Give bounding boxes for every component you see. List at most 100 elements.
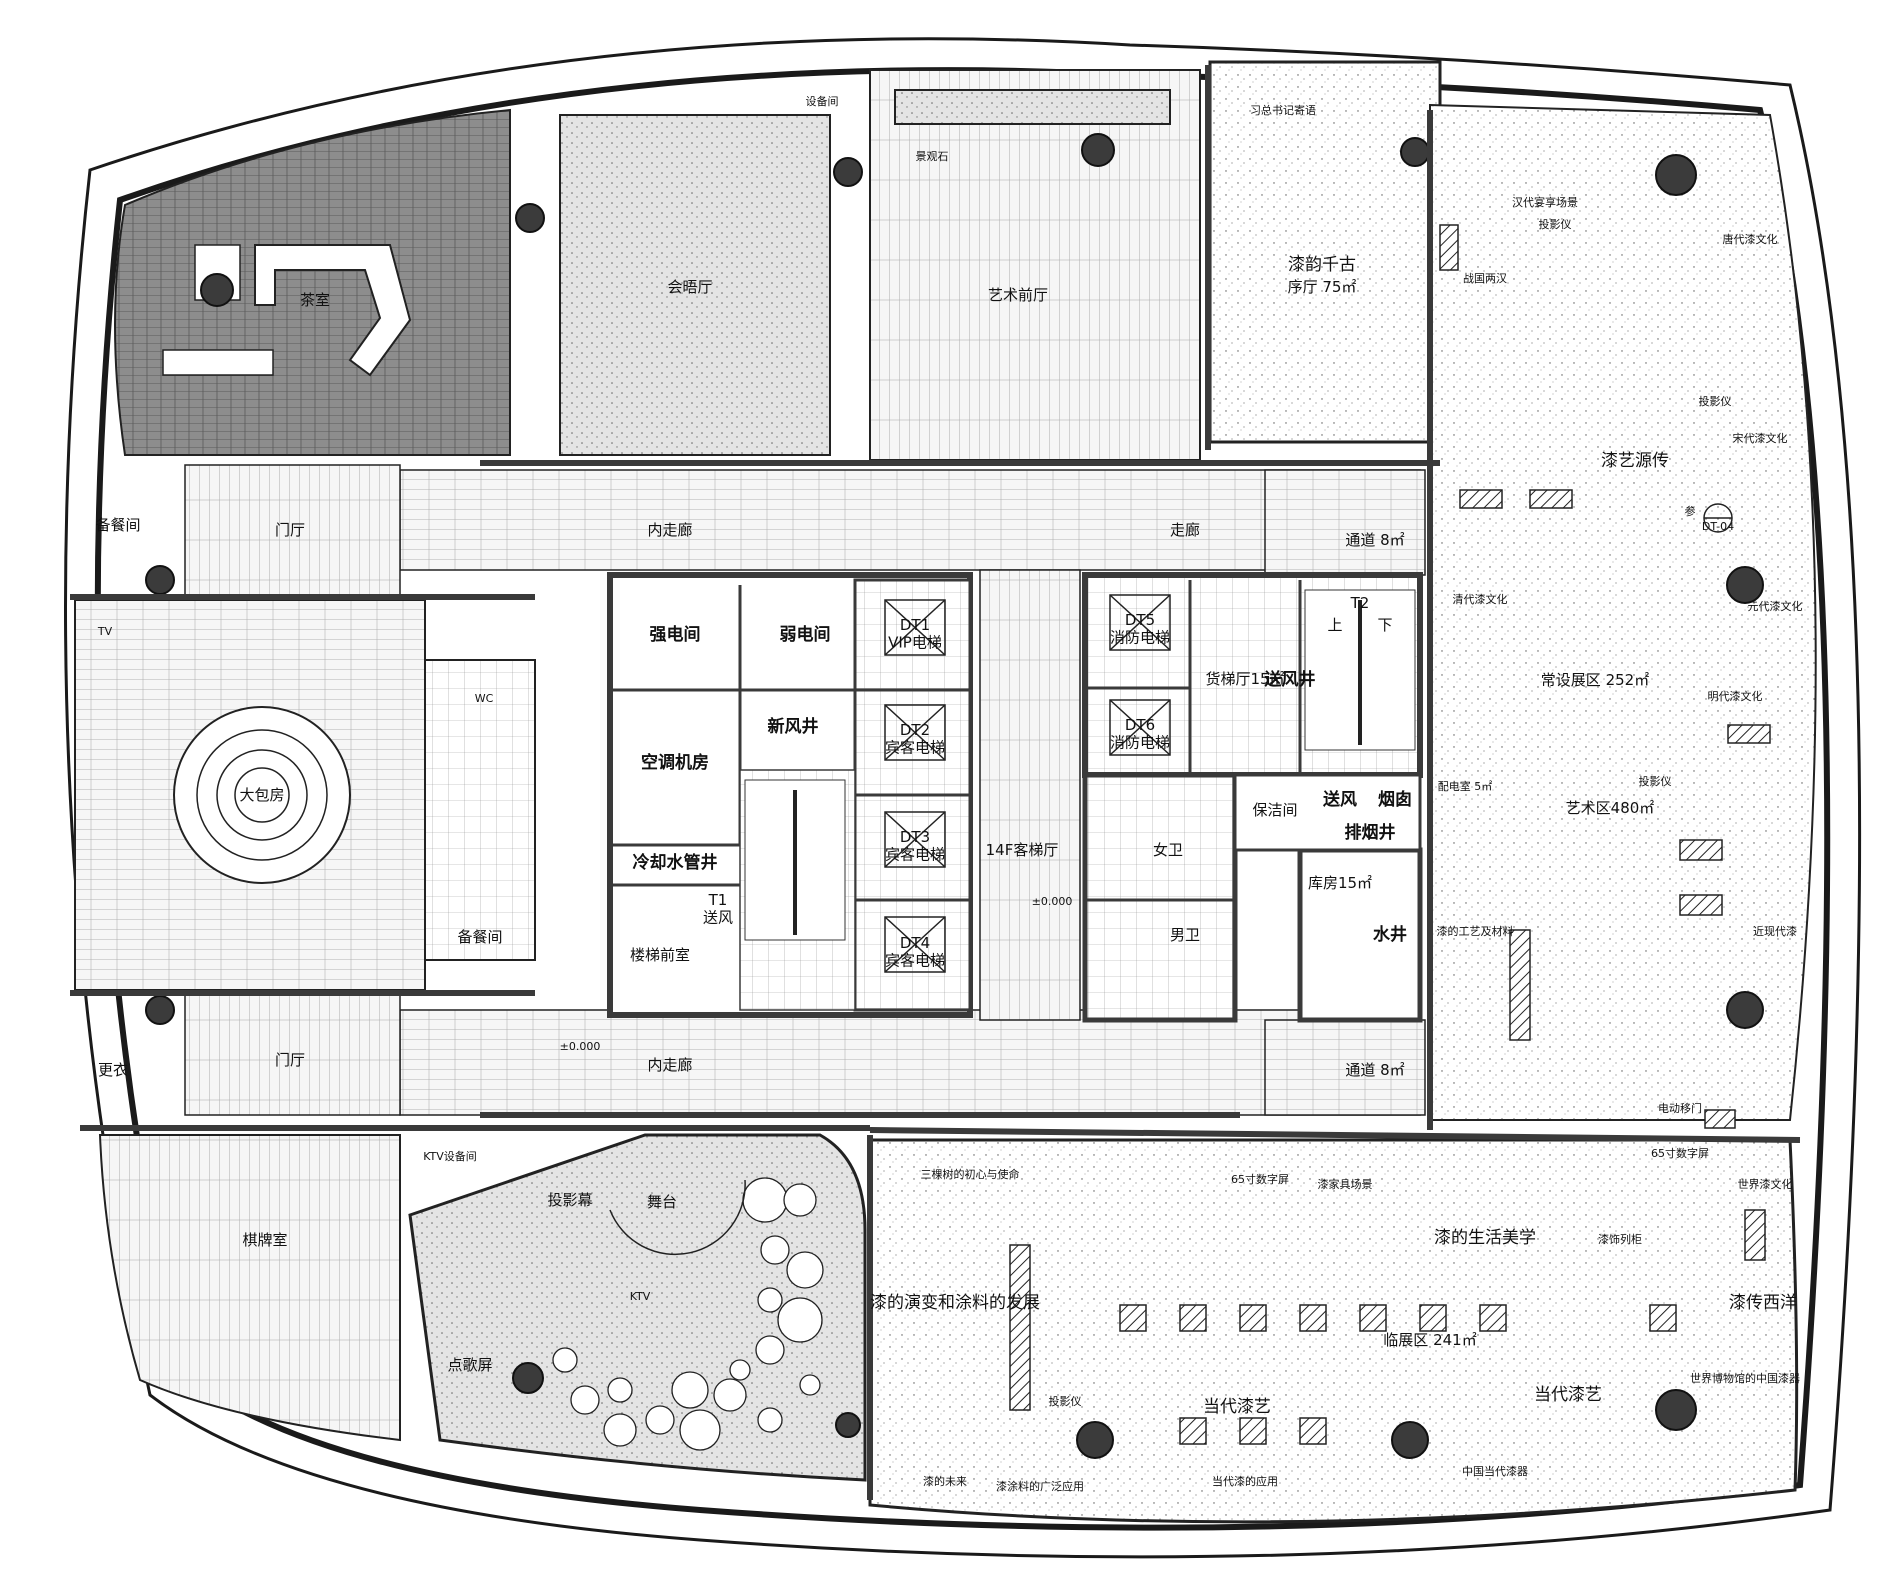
chess-room-label: 棋牌室: [242, 1231, 287, 1249]
sanxingdui-label: 三棵树的初心与使命: [921, 1167, 1020, 1181]
tea-bench: [162, 349, 274, 376]
section-marker: [1703, 503, 1733, 533]
stair-t2: [1304, 589, 1416, 751]
qing-label: 清代漆文化: [1453, 592, 1508, 606]
exhibit-blocks: [1009, 224, 1771, 1445]
meeting-hall-label: 会晤厅: [667, 278, 712, 296]
round-table: [173, 706, 351, 884]
world-lacquer-label: 世界漆文化: [1738, 1177, 1793, 1191]
corridor-label: 走廊: [1170, 521, 1200, 539]
future-label: 漆的未来: [923, 1474, 967, 1488]
china-contemporary-label: 中国当代漆器: [1462, 1464, 1528, 1478]
chess-room-floor: [98, 1134, 401, 1442]
kitchen-floor: [424, 659, 536, 961]
projector-d-label: 投影仪: [1049, 1394, 1082, 1408]
cleaning-label: 保洁间: [1252, 801, 1297, 819]
supply-shaft-label: 送风井: [1265, 669, 1316, 690]
scene-label: 漆家具场景: [1318, 1177, 1373, 1191]
tech-material-label: 漆的工艺及材料: [1437, 924, 1514, 938]
projection-screen-label: 投影幕: [547, 1191, 592, 1209]
foyer-bottom-label: 门厅: [275, 1051, 305, 1069]
female-wc-label: 女卫: [1153, 841, 1183, 859]
weak-elec-label: 弱电间: [780, 624, 831, 645]
modern-lacquer-label: 近现代漆: [1753, 925, 1797, 938]
stair-up-label: 上: [1327, 616, 1342, 634]
lacquer-display-label: 漆饰列柜: [1598, 1232, 1642, 1246]
water-well-label: 水井: [1373, 924, 1407, 945]
inner-corridor-bottom: [399, 1009, 1421, 1116]
world-museum-label: 世界博物馆的中国漆器: [1690, 1371, 1800, 1385]
freight-hall-label: 货梯厅15㎡: [1205, 670, 1284, 688]
foyer-top-label: 门厅: [275, 521, 305, 539]
prelude-hall-area: 序厅 75㎡: [1288, 278, 1357, 296]
gallery-floor: [1429, 103, 1817, 1121]
han-scene-label: 汉代宴享场景: [1512, 195, 1578, 209]
tea-room-floor: [114, 108, 511, 456]
contemporary-a-label: 当代漆艺: [1203, 1397, 1271, 1417]
tea-counter: [254, 244, 412, 377]
labels: 茶室 会晤厅 设备间 景观石 艺术前厅 习总书记寄语 漆韵千古 序厅 75㎡ 漆…: [95, 94, 1802, 1493]
stair-t1: [744, 779, 846, 941]
digital-65-b-label: 65寸数字屏: [1651, 1146, 1709, 1160]
tang-label: 唐代漆文化: [1723, 232, 1778, 246]
prelude-hall-floor: [1208, 60, 1442, 444]
left-foyer-bottom: [184, 989, 401, 1116]
song-label: 宋代漆文化: [1733, 431, 1788, 445]
equipment-room-label: 设备间: [806, 94, 839, 108]
passage-bottom: [1264, 1019, 1426, 1116]
passage-bottom-label: 通道 8㎡: [1345, 1061, 1404, 1079]
passage-top-label: 通道 8㎡: [1345, 531, 1404, 549]
song-screen-label: 点歌屏: [447, 1356, 492, 1374]
elevation-zero-label: ±0.000: [1032, 895, 1073, 908]
big-room-label: 大包房: [239, 786, 284, 804]
ming-qing-label: 明代漆文化: [1708, 689, 1763, 703]
pantry-top-label: 备餐间: [95, 516, 140, 534]
yuan-label: 元代漆文化: [1748, 599, 1803, 613]
landscape-stone-strip: [894, 89, 1171, 125]
projector-label: 投影仪: [1539, 217, 1572, 231]
fresh-air-label: 新风井: [768, 716, 819, 737]
contemporary-use-label: 当代漆的应用: [1212, 1474, 1278, 1488]
ktv-decor-circles: [552, 1177, 824, 1451]
columns: [145, 133, 1764, 1459]
projector-b-label: 投影仪: [1699, 394, 1732, 408]
stage-label: 舞台: [647, 1193, 677, 1211]
lacquer-evolution-label: 漆的演变和涂料的发展: [870, 1293, 1040, 1313]
ktv-label: KTV: [630, 1290, 651, 1303]
art-zone-label: 艺术区480㎡: [1566, 799, 1655, 817]
han-hall-label: 战国两汉: [1463, 272, 1507, 285]
t2-label: T2: [1350, 594, 1370, 612]
male-wc-label: 男卫: [1170, 926, 1200, 944]
storage-label: 库房15㎡: [1308, 874, 1372, 892]
smoke-flue-label: 烟囱: [1378, 789, 1412, 810]
stage-arc: [609, 1179, 746, 1256]
inner-corridor-bottom-label: 内走廊: [647, 1056, 692, 1074]
pantry-mid-label: 备餐间: [457, 928, 502, 946]
service-core-right: [1082, 572, 1423, 1023]
art-lobby-label: 艺术前厅: [988, 286, 1048, 304]
contemporary-b-label: 当代漆艺: [1534, 1385, 1602, 1405]
elevation-zero-b-label: ±0.000: [560, 1040, 601, 1053]
lift-lobby-floor: [979, 569, 1081, 1021]
cooling-pipe-label: 冷却水管井: [633, 852, 718, 873]
tea-room-label: 茶室: [300, 291, 330, 309]
elevator-shafts-left: [884, 599, 946, 973]
ktv-floor: [408, 1133, 867, 1482]
strong-elec-label: 强电间: [650, 624, 701, 645]
prelude-hall-label: 漆韵千古: [1288, 255, 1356, 275]
digital-65-a-label: 65寸数字屏: [1231, 1172, 1289, 1186]
dressing-label: 更衣: [98, 1061, 128, 1079]
lacquer-west-label: 漆传西洋: [1729, 1293, 1797, 1313]
wc-label: WC: [475, 692, 494, 705]
smoke-shaft-label: 排烟井: [1345, 822, 1396, 843]
art-lobby-floor: [869, 69, 1201, 461]
supply-air-label: 送风: [1323, 789, 1357, 810]
ac-room-label: 空调机房: [641, 752, 709, 773]
electric-door-label: 电动移门: [1658, 1101, 1702, 1115]
